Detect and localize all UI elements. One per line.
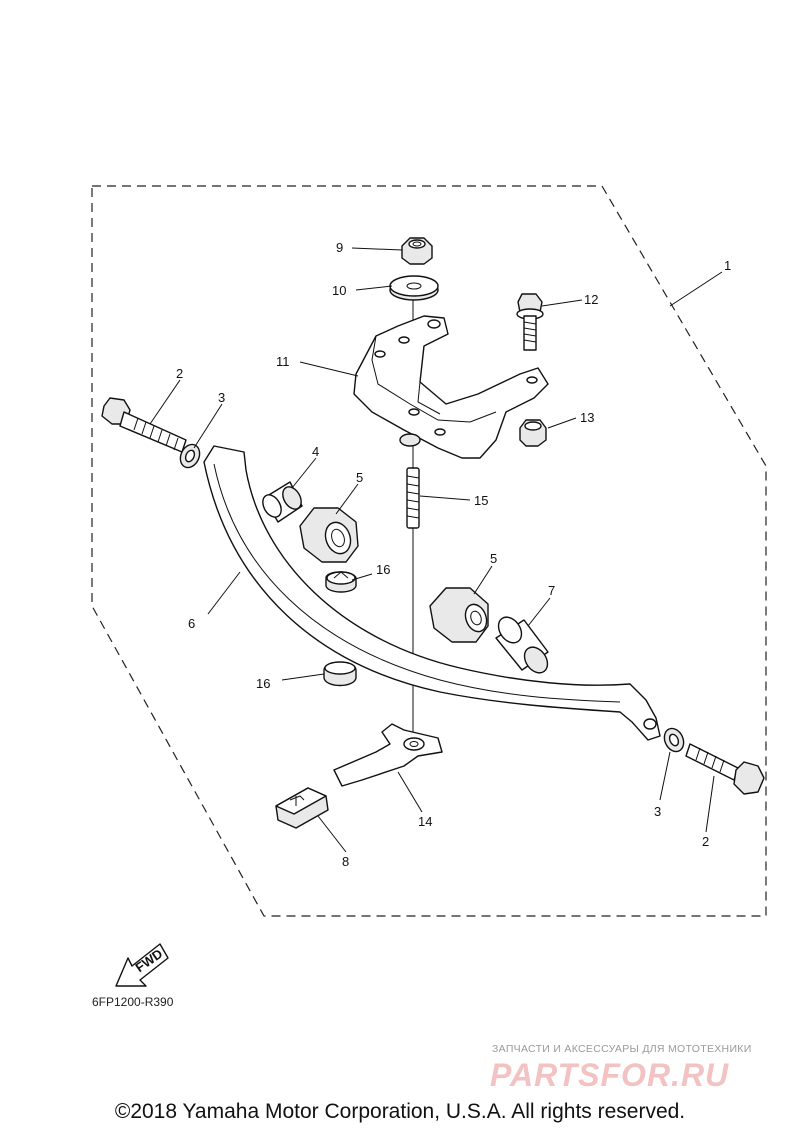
bushing-4	[262, 481, 303, 523]
callout-1: 1	[724, 258, 731, 273]
bolt-2-right	[685, 743, 765, 795]
pad-8	[275, 787, 329, 829]
cap-16-upper	[325, 571, 357, 593]
arm-6	[203, 445, 661, 741]
diagram-code: 6FP1200-R390	[92, 995, 174, 1009]
cap-16-lower	[323, 661, 357, 687]
callout-13: 13	[580, 410, 594, 425]
copyright-notice: ©2018 Yamaha Motor Corporation, U.S.A. A…	[114, 1100, 686, 1123]
callout-11: 11	[276, 354, 290, 369]
fwd-arrow-icon: FWD	[115, 943, 169, 987]
lever-14	[333, 723, 443, 787]
nut-13	[519, 419, 547, 447]
washer-3-right	[663, 727, 685, 753]
callout-10: 10	[332, 283, 346, 298]
callout-2-left: 2	[176, 366, 183, 381]
nut-5-lower	[429, 587, 489, 643]
callout-4: 4	[312, 444, 319, 459]
callout-16-upper: 16	[376, 562, 390, 577]
watermark-brand: PARTSFOR.RU	[490, 1057, 729, 1093]
callout-2-right: 2	[702, 834, 709, 849]
callout-5-upper: 5	[356, 470, 363, 485]
assembly-boundary	[91, 185, 767, 917]
nut-5-upper	[299, 507, 359, 563]
watermark-subtitle: ЗАПЧАСТИ И АКСЕССУАРЫ ДЛЯ МОТОТЕХНИКИ	[492, 1043, 752, 1055]
callout-3-right: 3	[654, 804, 661, 819]
nut-9	[401, 237, 433, 265]
callout-3-left: 3	[218, 390, 225, 405]
washer-10	[389, 275, 439, 301]
bushing-7	[495, 616, 549, 674]
callout-12: 12	[584, 292, 598, 307]
callout-16-lower: 16	[256, 676, 270, 691]
callout-9: 9	[336, 240, 343, 255]
washer-3-left	[179, 443, 201, 469]
callout-7: 7	[548, 583, 555, 598]
bolt-2-left	[101, 397, 187, 453]
bracket-11	[353, 315, 549, 459]
stud-15	[406, 467, 420, 529]
callout-5-lower: 5	[490, 551, 497, 566]
leader-lines	[149, 247, 723, 853]
bolt-12	[516, 293, 544, 351]
callout-15: 15	[474, 493, 488, 508]
callout-14: 14	[418, 814, 432, 829]
callout-6: 6	[188, 616, 195, 631]
callout-8: 8	[342, 854, 349, 869]
